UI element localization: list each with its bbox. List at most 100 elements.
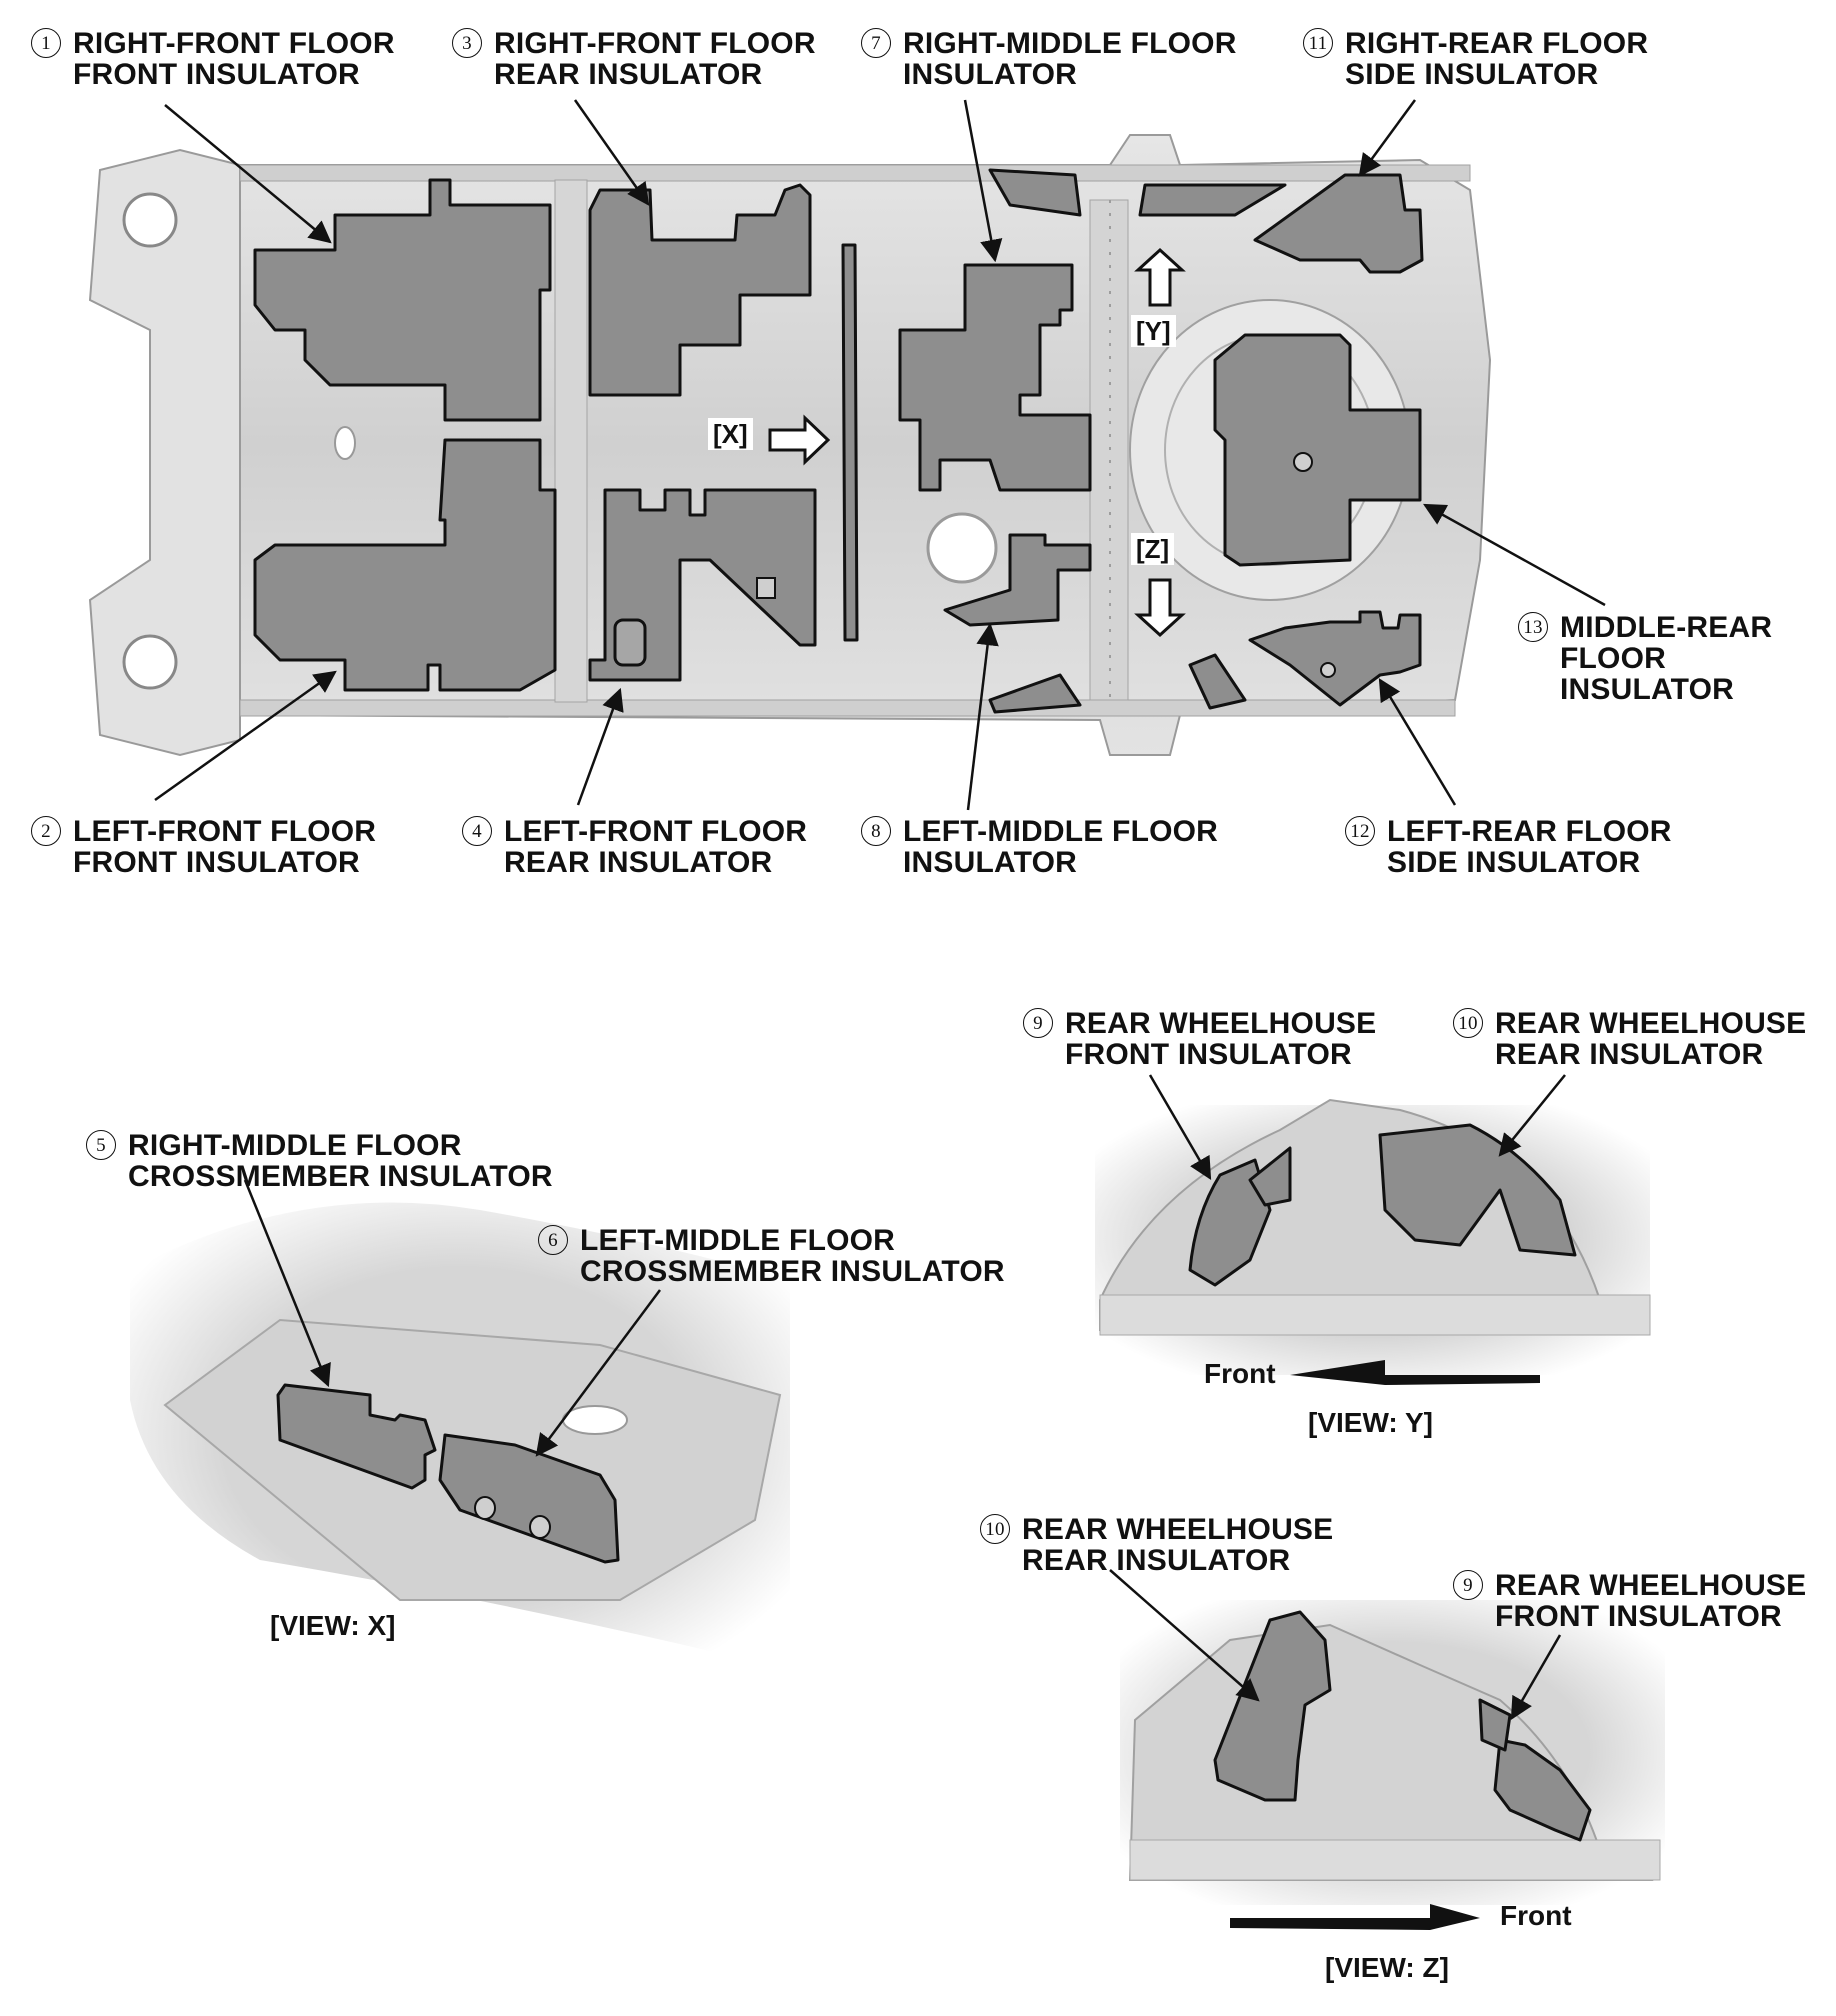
- insulator-7-right-middle-floor: [898, 263, 1092, 492]
- label-2: 2 LEFT-FRONT FLOOR FRONT INSULATOR: [31, 815, 377, 879]
- insulator-8-left-middle-floor: [943, 533, 1092, 627]
- insulator-9-view-z: [1493, 1738, 1592, 1842]
- label-8-line1: LEFT-MIDDLE FLOOR: [903, 815, 1219, 848]
- label-6-line2: CROSSMEMBER INSULATOR: [580, 1255, 1005, 1288]
- callout-number-4: 4: [462, 816, 492, 846]
- label-7-line1: RIGHT-MIDDLE FLOOR: [903, 27, 1237, 60]
- label-7-line2: INSULATOR: [903, 58, 1078, 91]
- view-y-arrow: [1134, 247, 1186, 307]
- label-12-line1: LEFT-REAR FLOOR: [1387, 815, 1672, 848]
- insulator-13-middle-rear-floor: [1213, 333, 1422, 567]
- callout-number-12: 12: [1345, 816, 1375, 846]
- label-1: 1 RIGHT-FRONT FLOOR FRONT INSULATOR: [31, 27, 395, 91]
- label-2-line2: FRONT INSULATOR: [73, 846, 360, 879]
- label-5-line2: CROSSMEMBER INSULATOR: [128, 1160, 553, 1193]
- insulator-5-6-crossmember-strip: [841, 243, 859, 642]
- callout-number-10-view-y: 10: [1453, 1008, 1483, 1038]
- callout-number-5: 5: [86, 1130, 116, 1160]
- callout-number-8: 8: [861, 816, 891, 846]
- front-arrow-y: [1290, 1360, 1540, 1385]
- label-9-view-y-line1: REAR WHEELHOUSE: [1065, 1007, 1377, 1040]
- insulator-9-rear-wheelhouse-front-top: [988, 168, 1082, 217]
- view-x-artwork: [130, 1179, 790, 1670]
- view-z-arrow: [1134, 578, 1186, 638]
- label-9-view-y: 9 REAR WHEELHOUSE FRONT INSULATOR: [1023, 1007, 1377, 1071]
- callout-number-3: 3: [452, 28, 482, 58]
- label-13-line1: MIDDLE-REAR: [1560, 611, 1773, 644]
- label-4: 4 LEFT-FRONT FLOOR REAR INSULATOR: [462, 815, 808, 879]
- label-3-line1: RIGHT-FRONT FLOOR: [494, 27, 816, 60]
- main-floor-view: [88, 99, 1606, 811]
- callout-number-9-view-z: 9: [1453, 1570, 1483, 1600]
- insulator-3-right-front-floor-rear: [588, 183, 812, 397]
- front-arrow-z: [1230, 1904, 1480, 1930]
- label-6-line1: LEFT-MIDDLE FLOOR: [580, 1224, 896, 1257]
- insulator-9-rear-wheelhouse-front-bottom: [988, 673, 1082, 714]
- label-3-line2: REAR INSULATOR: [494, 58, 763, 91]
- view-x-caption: [VIEW: X]: [270, 1610, 396, 1641]
- label-13-line2: FLOOR: [1560, 642, 1666, 675]
- view-z-caption: [VIEW: Z]: [1325, 1952, 1449, 1983]
- callout-number-2: 2: [31, 816, 61, 846]
- label-8: 8 LEFT-MIDDLE FLOOR INSULATOR: [861, 815, 1219, 879]
- view-z-tag: [Z]: [1131, 533, 1175, 565]
- label-13-line3: INSULATOR: [1560, 673, 1735, 706]
- label-12-line2: SIDE INSULATOR: [1387, 846, 1641, 879]
- callout-number-1: 1: [31, 28, 61, 58]
- insulator-9-view-y-small: [1248, 1146, 1292, 1207]
- label-3: 3 RIGHT-FRONT FLOOR REAR INSULATOR: [452, 27, 816, 91]
- label-1-line2: FRONT INSULATOR: [73, 58, 360, 91]
- insulator-12-left-rear-floor-side: [1248, 610, 1422, 707]
- view-y-artwork: [1095, 1074, 1651, 1385]
- view-y-caption: [VIEW: Y]: [1308, 1407, 1433, 1438]
- label-10-view-z: 10 REAR WHEELHOUSE REAR INSULATOR: [980, 1514, 1333, 1577]
- label-10-view-z-line2: REAR INSULATOR: [1022, 1544, 1291, 1577]
- insulator-10-view-y: [1378, 1123, 1577, 1257]
- label-4-line1: LEFT-FRONT FLOOR: [504, 815, 808, 848]
- label-9-view-z-line1: REAR WHEELHOUSE: [1495, 1569, 1807, 1602]
- insulator-4-small-cutout: [613, 618, 647, 667]
- insulator-5-right-middle-crossmember: [276, 1383, 437, 1490]
- label-11-line1: RIGHT-REAR FLOOR: [1345, 27, 1649, 60]
- label-1-line1: RIGHT-FRONT FLOOR: [73, 27, 395, 60]
- label-8-line2: INSULATOR: [903, 846, 1078, 879]
- insulator-1-right-front-floor-front: [253, 178, 552, 422]
- label-10-view-y-line1: REAR WHEELHOUSE: [1495, 1007, 1807, 1040]
- label-9-view-z: 9 REAR WHEELHOUSE FRONT INSULATOR: [1453, 1569, 1807, 1633]
- insulator-9-view-z-small: [1478, 1698, 1512, 1752]
- label-13: 13 MIDDLE-REAR FLOOR INSULATOR: [1518, 611, 1773, 706]
- front-label-view-y: Front: [1204, 1358, 1276, 1389]
- label-9-view-y-line2: FRONT INSULATOR: [1065, 1038, 1352, 1071]
- insulator-10-rear-wheelhouse-rear-bottom: [1188, 653, 1247, 710]
- front-subframe: [88, 148, 241, 757]
- label-5-line1: RIGHT-MIDDLE FLOOR: [128, 1129, 462, 1162]
- callout-number-7: 7: [861, 28, 891, 58]
- front-label-view-z: Front: [1500, 1900, 1572, 1931]
- callout-number-9-view-y: 9: [1023, 1008, 1053, 1038]
- label-11: 11 RIGHT-REAR FLOOR SIDE INSULATOR: [1303, 27, 1649, 91]
- callout-number-6: 6: [538, 1225, 568, 1255]
- callout-number-11: 11: [1303, 28, 1333, 58]
- label-11-line2: SIDE INSULATOR: [1345, 58, 1599, 91]
- label-10-view-y: 10 REAR WHEELHOUSE REAR INSULATOR: [1453, 1007, 1807, 1071]
- callout-number-10-view-z: 10: [980, 1514, 1010, 1544]
- insulator-10-rear-wheelhouse-rear-top: [1138, 183, 1287, 217]
- label-2-line1: LEFT-FRONT FLOOR: [73, 815, 377, 848]
- label-9-view-z-line2: FRONT INSULATOR: [1495, 1600, 1782, 1633]
- view-y-tag: [Y]: [1131, 315, 1176, 347]
- insulator-10-view-z: [1213, 1610, 1332, 1802]
- view-z-artwork: [1109, 1569, 1665, 1930]
- label-12: 12 LEFT-REAR FLOOR SIDE INSULATOR: [1345, 815, 1672, 879]
- callout-number-13: 13: [1518, 612, 1548, 642]
- view-x-tag: [X]: [708, 418, 753, 450]
- insulator-9-view-y: [1188, 1158, 1272, 1287]
- view-x-arrow: [768, 414, 831, 466]
- insulator-2-left-front-floor-front: [253, 438, 557, 692]
- insulator-11-right-rear-floor-side: [1253, 173, 1424, 274]
- label-4-line2: REAR INSULATOR: [504, 846, 773, 879]
- label-5: 5 RIGHT-MIDDLE FLOOR CROSSMEMBER INSULAT…: [86, 1129, 553, 1193]
- label-6: 6 LEFT-MIDDLE FLOOR CROSSMEMBER INSULATO…: [538, 1224, 1005, 1288]
- label-7: 7 RIGHT-MIDDLE FLOOR INSULATOR: [861, 27, 1237, 91]
- label-10-view-y-line2: REAR INSULATOR: [1495, 1038, 1764, 1071]
